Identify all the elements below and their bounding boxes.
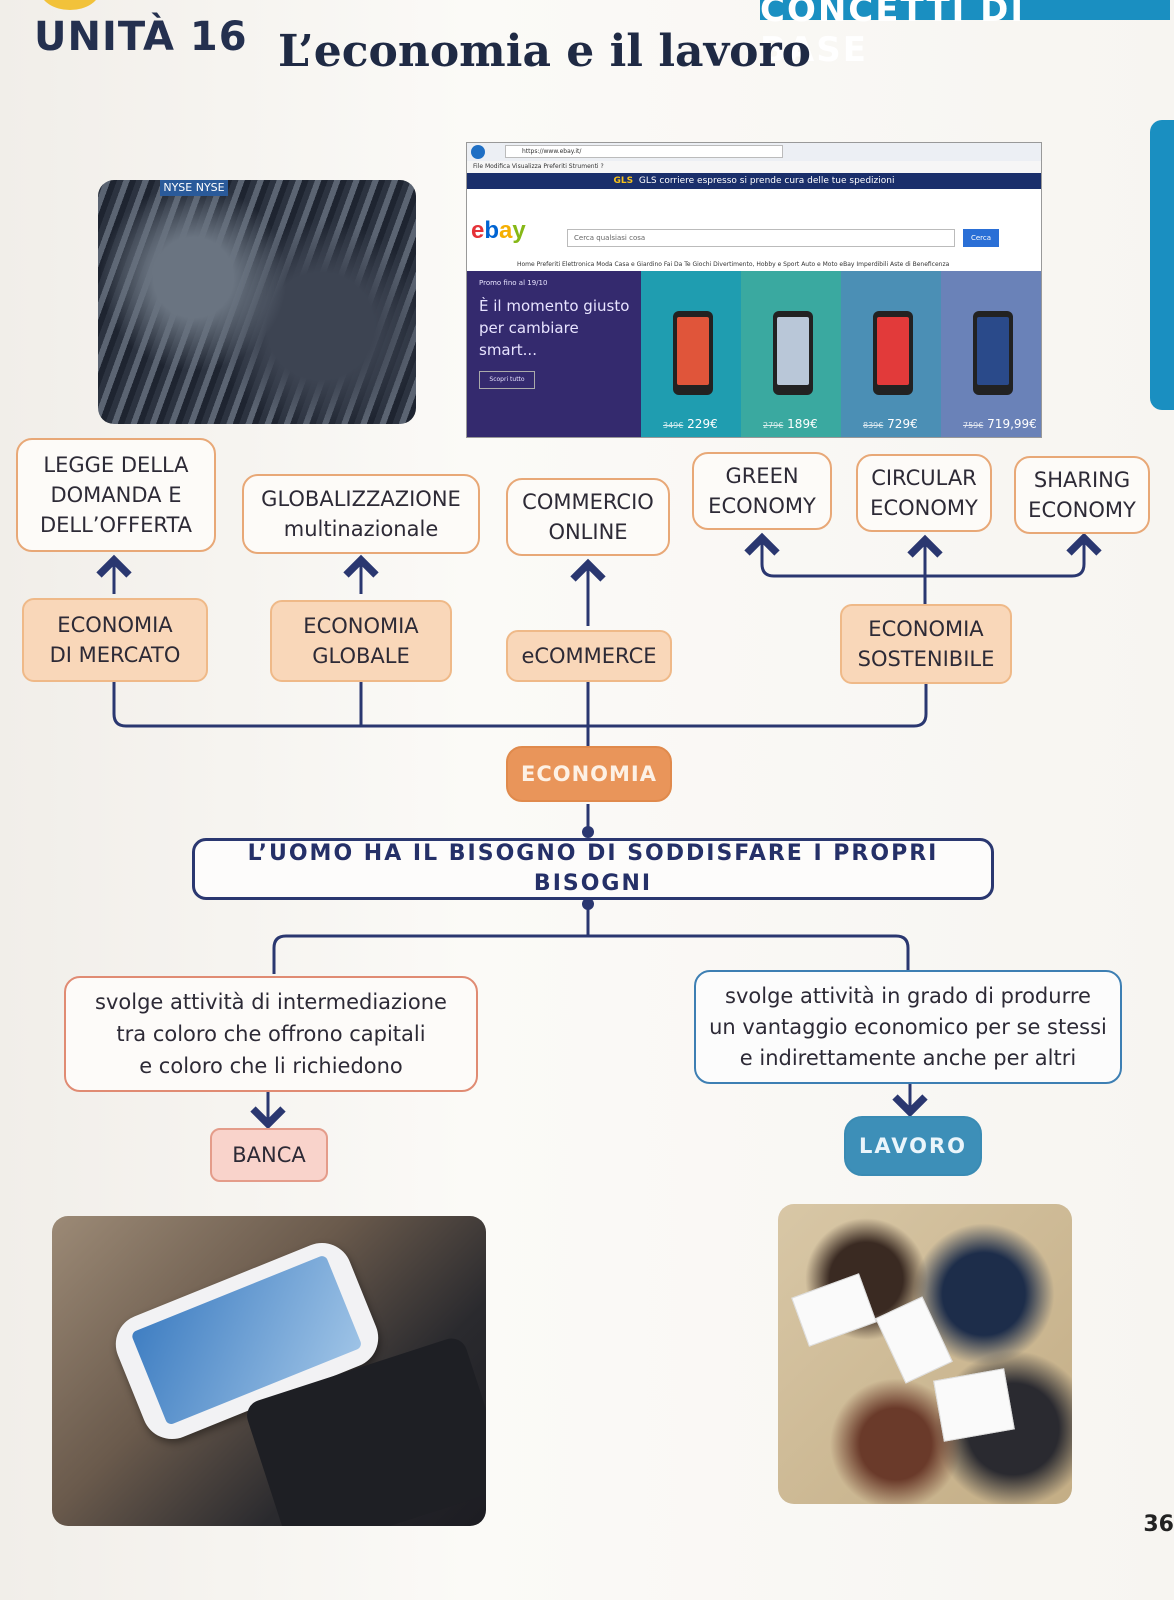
box-legge-domanda-offerta: LEGGE DELLA DOMANDA E DELL’OFFERTA bbox=[16, 438, 216, 552]
stock-exchange-photo: NYSE NYSE bbox=[98, 180, 416, 424]
new-price: 229€ bbox=[683, 417, 718, 431]
box-circular-economy: CIRCULAR ECONOMY bbox=[856, 454, 992, 532]
branch-sostenibile bbox=[760, 540, 1086, 578]
phone-image bbox=[773, 311, 813, 395]
branch-need bbox=[272, 934, 910, 974]
box-desc-banca: svolge attività di intermediazione tra c… bbox=[64, 976, 478, 1092]
old-price: 349€ bbox=[663, 421, 684, 430]
product-price: 349€ 229€ bbox=[663, 417, 718, 431]
ebay-product-card: 349€ 229€ bbox=[641, 271, 741, 437]
ebay-logo: ebay bbox=[471, 217, 526, 244]
unit-label: UNITÀ 16 bbox=[34, 14, 248, 60]
back-arrow-icon bbox=[471, 145, 485, 159]
product-price: 839€ 729€ bbox=[863, 417, 918, 431]
page-title: L’economia e il lavoro bbox=[278, 26, 812, 77]
phone-image bbox=[973, 311, 1013, 395]
product-price: 759€ 719,99€ bbox=[963, 417, 1037, 431]
box-bisogno: L’UOMO HA IL BISOGNO DI SODDISFARE I PRO… bbox=[192, 838, 994, 900]
box-globalizzazione: GLOBALIZZAZIONE multinazionale bbox=[242, 474, 480, 554]
browser-address-bar: https://www.ebay.it/ bbox=[467, 143, 1041, 161]
product-price: 279€ 189€ bbox=[763, 417, 818, 431]
phone-image bbox=[873, 311, 913, 395]
ebay-browser-screenshot: https://www.ebay.it/ File Modifica Visua… bbox=[466, 142, 1042, 438]
ebay-header: ebay Cerca qualsiasi cosa Cerca bbox=[467, 189, 1041, 257]
ebay-product-card: 839€ 729€ bbox=[841, 271, 941, 437]
node-dot bbox=[582, 826, 594, 838]
side-tab bbox=[1150, 120, 1174, 410]
unit-marker bbox=[40, 0, 100, 10]
new-price: 719,99€ bbox=[983, 417, 1037, 431]
old-price: 279€ bbox=[763, 421, 784, 430]
node-dot bbox=[582, 898, 594, 910]
ebay-search-button: Cerca bbox=[963, 229, 999, 247]
box-ecommerce: eCOMMERCE bbox=[506, 630, 672, 682]
box-banca: BANCA bbox=[210, 1128, 328, 1182]
ebay-product-card: 759€ 719,99€ bbox=[941, 271, 1041, 437]
url-field: https://www.ebay.it/ bbox=[505, 145, 783, 158]
nyse-sign: NYSE NYSE bbox=[160, 180, 228, 196]
ebay-nav: Home Preferiti Elettronica Moda Casa e G… bbox=[517, 261, 950, 268]
box-sharing-economy: SHARING ECONOMY bbox=[1014, 456, 1150, 534]
ebay-search-input: Cerca qualsiasi cosa bbox=[567, 229, 955, 247]
old-price: 839€ bbox=[863, 421, 884, 430]
promo-date: Promo fino al 19/10 bbox=[479, 279, 548, 287]
gls-banner: GLS GLS corriere espresso si prende cura… bbox=[467, 173, 1041, 189]
old-price: 759€ bbox=[963, 421, 984, 430]
box-commercio-online: COMMERCIO ONLINE bbox=[506, 478, 670, 556]
header-band: CONCETTI DI BASE bbox=[760, 0, 1170, 70]
gls-banner-text: GLS corriere espresso si prende cura del… bbox=[638, 176, 895, 186]
box-green-economy: GREEN ECONOMY bbox=[692, 452, 832, 530]
new-price: 189€ bbox=[783, 417, 818, 431]
box-economia-globale: ECONOMIA GLOBALE bbox=[270, 600, 452, 682]
bus-economia bbox=[112, 682, 928, 728]
page-number: 36 bbox=[1143, 1512, 1174, 1537]
phone-image bbox=[673, 311, 713, 395]
teamwork-photo bbox=[778, 1204, 1072, 1504]
box-economia-di-mercato: ECONOMIA DI MERCATO bbox=[22, 598, 208, 682]
new-price: 729€ bbox=[883, 417, 918, 431]
box-lavoro: LAVORO bbox=[844, 1116, 982, 1176]
promo-button: Scopri tutto bbox=[479, 371, 535, 389]
header-band-text: CONCETTI DI BASE bbox=[760, 0, 1026, 70]
ebay-product-card: 279€ 189€ bbox=[741, 271, 841, 437]
ebay-promo: Promo fino al 19/10 È il momento giusto … bbox=[467, 271, 641, 437]
browser-menu: File Modifica Visualizza Preferiti Strum… bbox=[467, 161, 1041, 173]
gls-logo: GLS bbox=[613, 176, 634, 186]
mobile-payment-photo bbox=[52, 1216, 486, 1526]
box-economia-sostenibile: ECONOMIA SOSTENIBILE bbox=[840, 604, 1012, 684]
box-desc-lavoro: svolge attività in grado di produrre un … bbox=[694, 970, 1122, 1084]
promo-headline: È il momento giusto per cambiare smart..… bbox=[479, 297, 630, 359]
box-economia: ECONOMIA bbox=[506, 746, 672, 802]
